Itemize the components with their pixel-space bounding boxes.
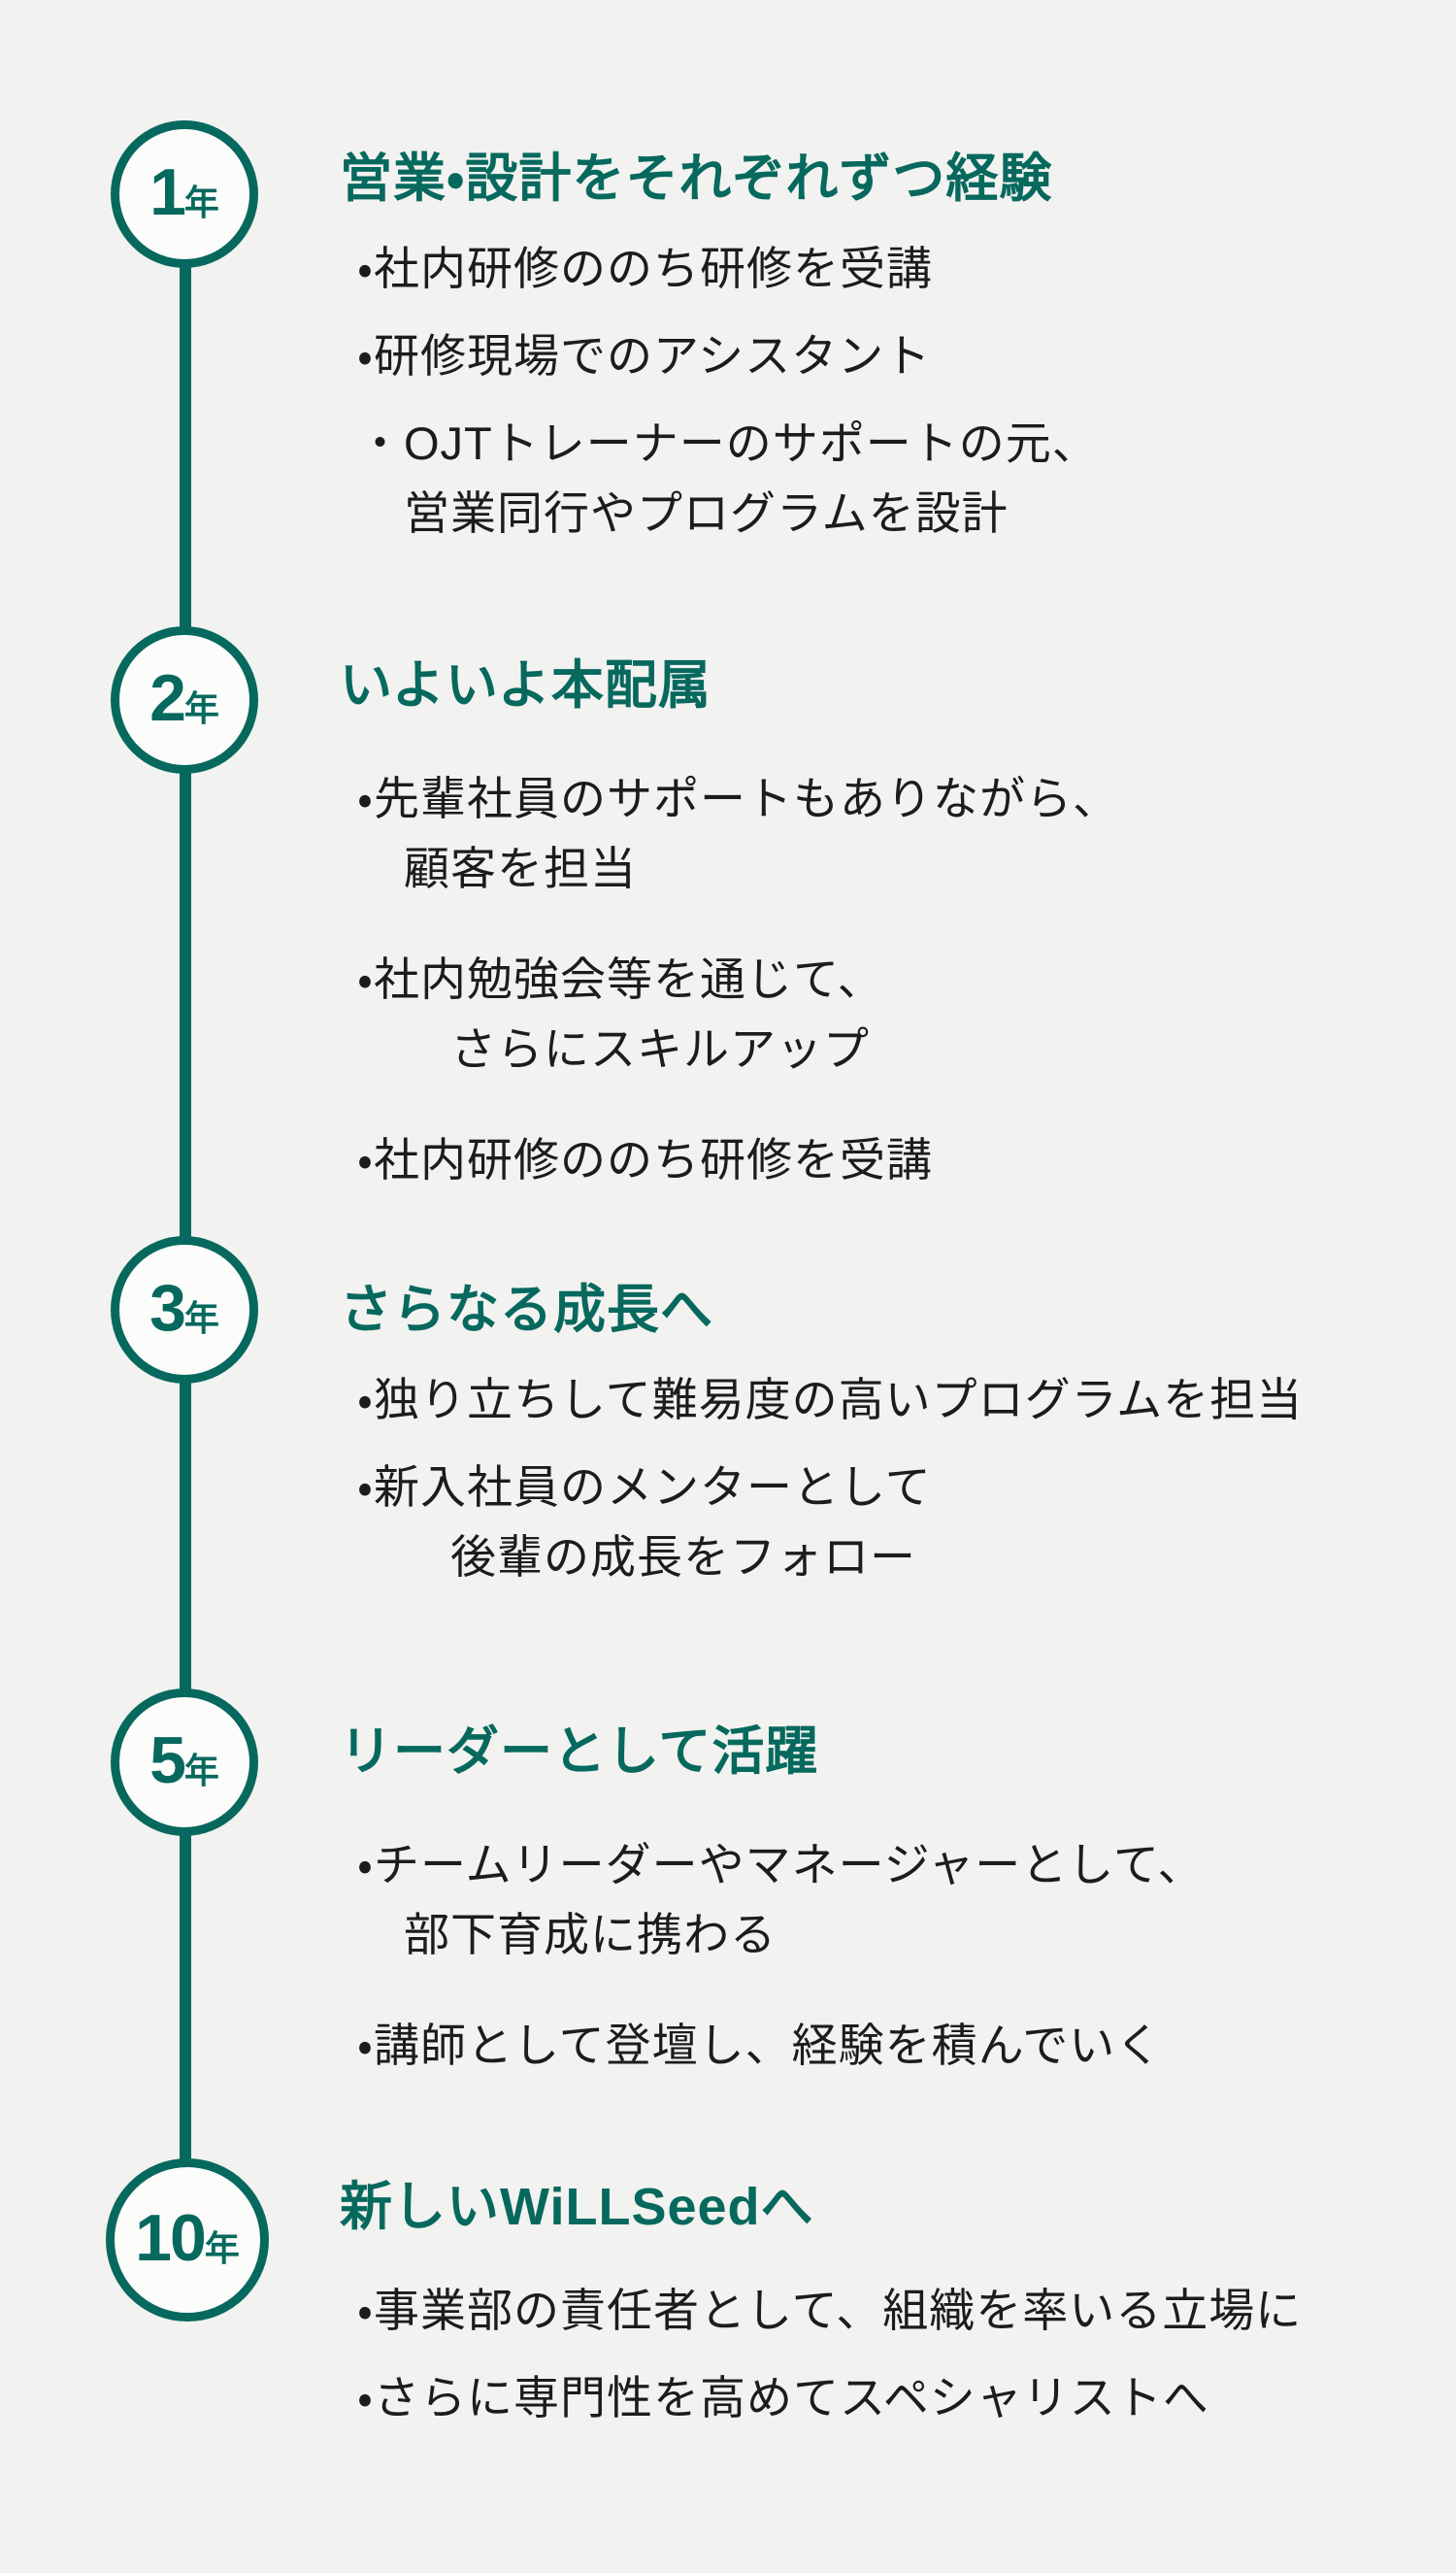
year-badge: 10 年 [106,2158,269,2322]
year-label: 5 年 [149,1727,219,1797]
section-title: リーダーとして活躍 [340,1722,819,1781]
bullet-item: ・さらに専門性を高めてスペシャリストへ [340,2373,1427,2423]
timeline-section: 1 年 営業・設計をそれぞれずつ経験 ・社内研修ののち研修を受講・研修現場でのア… [111,120,1427,539]
year-badge: 1 年 [111,120,258,268]
year-value: 2 [149,661,186,735]
year-unit: 年 [204,2228,240,2268]
bullet-line: 後輩の成長をフォロー [450,1531,916,1583]
timeline-section: 2 年 いよいよ本配属 ・先輩社員のサポートもありながら、顧客を担当・社内勉強会… [111,626,1427,1186]
bullet-item: ・社内研修ののち研修を受講 [340,244,1427,294]
bullet-line: ・事業部の責任者として、組織を率いる立場に [357,2285,1303,2336]
bullet-line: ・社内研修ののち研修を受講 [357,1134,933,1186]
year-badge: 3 年 [111,1236,258,1384]
year-label: 1 年 [149,159,219,229]
bullet-line: ・社内研修ののち研修を受講 [357,243,933,294]
bullet-item: ・独り立ちして難易度の高いプログラムを担当 [340,1375,1427,1425]
bullet-item: ・新入社員のメンターとして後輩の成長をフォロー [340,1462,1427,1583]
section-title: 新しいWiLLSeedへ [340,2178,814,2236]
year-value: 3 [149,1271,186,1345]
year-unit: 年 [183,688,219,728]
timeline-section: 10 年 新しいWiLLSeedへ ・事業部の責任者として、組織を率いる立場に・… [106,2158,1427,2423]
year-label: 3 年 [149,1275,219,1345]
section-title: いよいよ本配属 [340,656,711,715]
section-title: 営業・設計をそれぞれずつ経験 [340,150,1053,208]
year-label: 10 年 [135,2205,240,2275]
year-value: 1 [149,155,186,229]
bullet-item: ・事業部の責任者として、組織を率いる立場に [340,2286,1427,2336]
bullet-item: ・社内研修ののち研修を受講 [340,1135,1427,1186]
year-badge: 2 年 [111,626,258,774]
bullet-line: さらにスキルアップ [450,1023,870,1075]
bullet-item: ・社内勉強会等を通じて、さらにスキルアップ [340,954,1427,1075]
bullet-item: ・チームリーダーやマネージャーとして、部下育成に携わる [340,1840,1427,1960]
timeline-connector-line [180,194,191,2240]
bullet-line: ・先輩社員のサポートもありながら、 [357,773,1119,824]
bullet-line: ・さらに専門性を高めてスペシャリストへ [357,2372,1209,2423]
bullet-item: ・先輩社員のサポートもありながら、顧客を担当 [340,774,1427,894]
bullet-line: ・OJTトレーナーのサポートの元、 [357,418,1099,469]
year-unit: 年 [183,1298,219,1338]
year-value: 5 [149,1723,186,1797]
bullet-line: ・新入社員のメンターとして [357,1461,932,1513]
year-label: 2 年 [149,665,219,735]
section-title: さらなる成長へ [340,1281,713,1339]
bullet-line: ・講師として登壇し、経験を積んでいく [357,2020,1163,2071]
bullet-line: 顧客を担当 [404,843,637,894]
bullet-line: 営業同行やプログラムを設計 [404,487,1009,539]
bullet-line: 部下育成に携わる [404,1909,777,1960]
timeline-section: 5 年 リーダーとして活躍 ・チームリーダーやマネージャーとして、部下育成に携わ… [111,1688,1427,2071]
year-value: 10 [135,2201,207,2275]
bullet-item: ・研修現場でのアシスタント [340,331,1427,382]
bullet-item: ・講師として登壇し、経験を積んでいく [340,2021,1427,2071]
year-unit: 年 [183,1751,219,1790]
timeline-section: 3 年 さらなる成長へ ・独り立ちして難易度の高いプログラムを担当・新入社員のメ… [111,1236,1427,1583]
bullet-line: ・独り立ちして難易度の高いプログラムを担当 [357,1374,1304,1425]
year-badge: 5 年 [111,1688,258,1836]
year-unit: 年 [183,183,219,222]
bullet-line: ・社内勉強会等を通じて、 [357,953,884,1005]
bullet-item: ・OJTトレーナーのサポートの元、営業同行やプログラムを設計 [340,418,1427,539]
bullet-line: ・チームリーダーやマネージャーとして、 [357,1839,1205,1890]
bullet-line: ・研修現場でのアシスタント [357,330,932,382]
